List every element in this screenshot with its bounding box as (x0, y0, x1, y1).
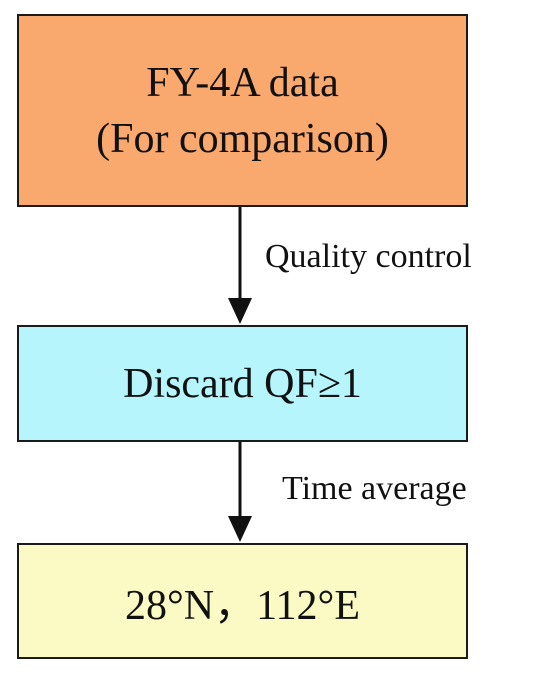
arrow-quality-control (228, 207, 252, 324)
source-data-subtitle: (For comparison) (96, 115, 389, 162)
source-data-box: FY-4A data (For comparison) (17, 14, 468, 207)
discard-filter-box: Discard QF≥1 (17, 325, 468, 442)
time-average-label: Time average (282, 470, 467, 507)
location-label: 28°N，112°E (124, 582, 361, 629)
source-data-title: FY-4A data (146, 59, 339, 106)
location-box: 28°N，112°E (17, 543, 468, 659)
arrow-time-average (228, 442, 252, 542)
quality-control-label: Quality control (265, 238, 472, 275)
discard-filter-label: Discard QF≥1 (123, 360, 362, 407)
